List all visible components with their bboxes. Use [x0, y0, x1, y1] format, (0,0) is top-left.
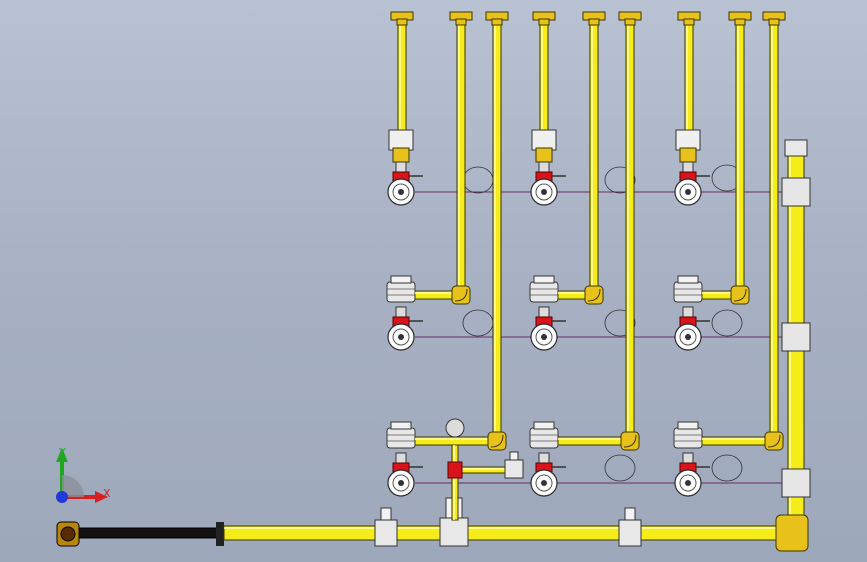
- valve-r1-c2-wheel-hub: [685, 334, 691, 340]
- branch-elbow-4-curve: [623, 434, 637, 448]
- valve-r1-c2-wheel-ring: [679, 328, 697, 346]
- valve-r1-c1-wheel-ring: [535, 328, 553, 346]
- coil-6: [604, 454, 636, 482]
- branch-elbow-1: [584, 285, 604, 305]
- branch-elbow-4: [620, 431, 640, 451]
- triad-arc: [62, 475, 84, 497]
- branch-elbow-2-curve: [733, 288, 747, 302]
- branch-elbow-2: [730, 285, 750, 305]
- valve-r2-c0-wheel-ring: [392, 474, 410, 492]
- valve-r1-c0-wheel-hub: [398, 334, 404, 340]
- valve-r2-c2-wheel-hub: [685, 480, 691, 486]
- branch-elbow-5-curve: [767, 434, 781, 448]
- riser-cap-1-neck: [455, 18, 467, 26]
- trunk-top-cap: [784, 139, 808, 157]
- valve-r1-c1-wheel-hub: [541, 334, 547, 340]
- valve-r2-c0-wheel-hub: [398, 480, 404, 486]
- valve-r2-c1-wheel-hub: [541, 480, 547, 486]
- branch-elbow-5: [764, 431, 784, 451]
- coil-4: [604, 309, 636, 337]
- coil-5: [711, 309, 743, 337]
- branch-elbow-0-curve: [454, 288, 468, 302]
- branch-elbow-0: [451, 285, 471, 305]
- valve-r1-c0-regulator-cap: [390, 275, 412, 284]
- riser-cap-3-neck: [538, 18, 550, 26]
- sensor-vertical-pipe: [451, 444, 459, 521]
- valve-r1-c0-wheel-ring: [392, 328, 410, 346]
- triad-y-label: Y: [58, 446, 66, 459]
- valve-r0-c2-wheel-hub: [685, 189, 691, 195]
- riser-cap-2-neck: [491, 18, 503, 26]
- main-valve-3-stem: [624, 507, 636, 521]
- triad-x-label: X: [103, 487, 111, 500]
- coil-7: [711, 454, 743, 482]
- valve-r0-c2-wheel-ring: [679, 183, 697, 201]
- sensor-box-top: [509, 451, 519, 461]
- riser-cap-7-neck: [734, 18, 746, 26]
- valve-r0-c1-wheel-ring: [535, 183, 553, 201]
- hose-connector: [216, 522, 224, 546]
- riser-cap-5-neck: [624, 18, 636, 26]
- pressure-gauge: [445, 418, 465, 438]
- valve-r2-c2-wheel-ring: [679, 474, 697, 492]
- riser-cap-8-neck: [768, 18, 780, 26]
- trunk-tee-2: [781, 468, 811, 498]
- coil-1: [604, 166, 636, 194]
- branch-elbow-3: [487, 431, 507, 451]
- trunk-tee-1: [781, 322, 811, 352]
- valve-r2-c1-regulator-cap: [533, 421, 555, 430]
- triad-y-arrow-icon: [56, 448, 68, 462]
- valve-r2-c2-regulator-cap: [677, 421, 699, 430]
- triad-x-arrow-icon: [95, 491, 108, 503]
- branch-elbow-1-curve: [587, 288, 601, 302]
- main-valve-1-stem: [380, 507, 392, 521]
- triad-z-axis-icon: [56, 491, 68, 503]
- inlet-fitting-hole: [60, 526, 76, 542]
- valve-r0-c0-wheel-hub: [398, 189, 404, 195]
- main-tee-valve: [439, 517, 469, 547]
- valve-r2-c0-regulator-cap: [390, 421, 412, 430]
- valve-r0-c1-wheel-hub: [541, 189, 547, 195]
- valve-r2-c1-wheel-ring: [535, 474, 553, 492]
- valve-r1-c1-regulator-cap: [533, 275, 555, 284]
- riser-cap-0-neck: [396, 18, 408, 26]
- main-elbow-body: [775, 514, 809, 552]
- riser-cap-6-neck: [683, 18, 695, 26]
- branch-elbow-3-curve: [490, 434, 504, 448]
- sensor-red-valve: [447, 461, 463, 479]
- valve-r0-c0-wheel-ring: [392, 183, 410, 201]
- valve-r1-c2-regulator-cap: [677, 275, 699, 284]
- riser-cap-4-neck: [588, 18, 600, 26]
- trunk-tee-0: [781, 177, 811, 207]
